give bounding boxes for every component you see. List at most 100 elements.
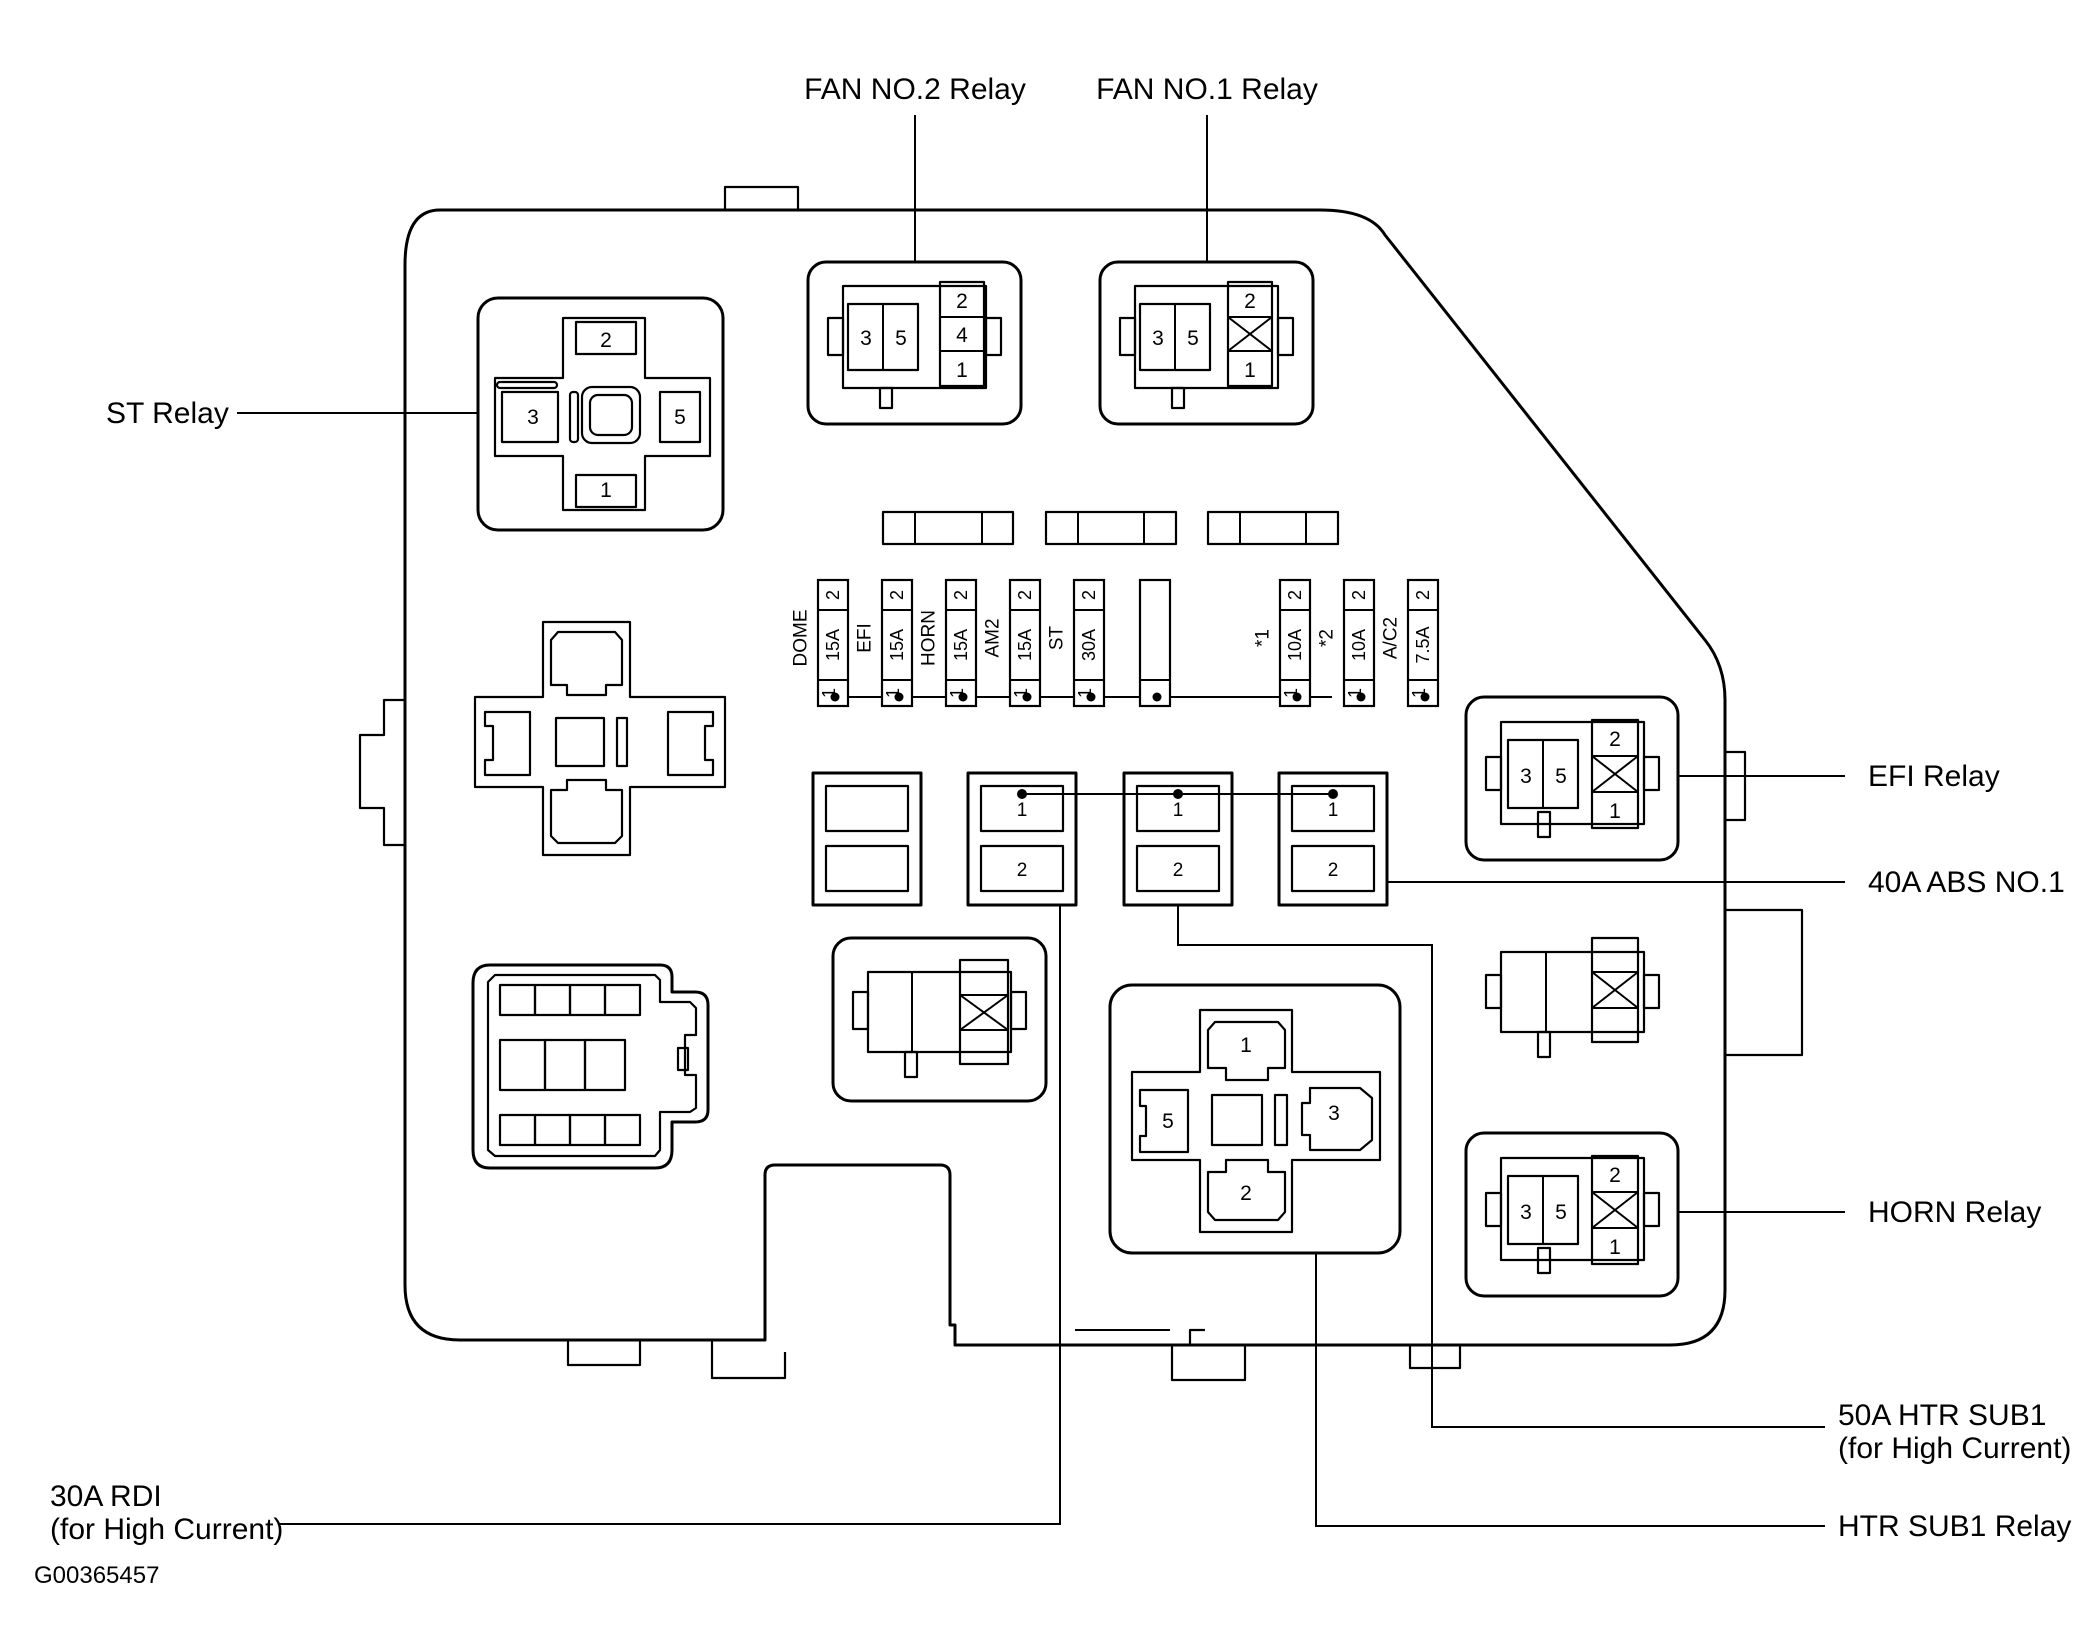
- efi-relay-pin-5: 5: [1555, 765, 1567, 788]
- fan-no2-pin-3: 3: [860, 327, 872, 350]
- wiring-connector: [471, 963, 710, 1170]
- efi-relay-pin-2: 2: [1609, 728, 1621, 751]
- htr-sub1-fuse-label: 50A HTR SUB1: [1838, 1399, 2046, 1432]
- callout-labels: FAN NO.2 Relay FAN NO.1 Relay ST Relay E…: [34, 73, 2071, 1589]
- fuse-dome: 2 15A 1 DOME: [791, 578, 850, 708]
- fuse-pin-2: 2: [887, 590, 907, 600]
- fuse-am2: 2 15A 1 AM2: [983, 578, 1042, 708]
- htr-sub1-relay-pin-2: 2: [1240, 1182, 1252, 1205]
- abs-fuse-pin-2: 2: [1328, 860, 1339, 881]
- fan-no1-pin-2: 2: [1244, 290, 1256, 313]
- fuse-name: AM2: [983, 618, 1004, 657]
- fuse-name: HORN: [919, 610, 940, 666]
- leader-lines: [237, 115, 1845, 1527]
- st-relay-label: ST Relay: [106, 397, 229, 430]
- fuse-pin-1: 1: [883, 688, 903, 698]
- fuse-name: *2: [1317, 629, 1338, 647]
- fuse-pin-2: 2: [1285, 590, 1305, 600]
- fuse-block-housing: [358, 185, 1804, 1382]
- horn-relay-pin-3: 3: [1520, 1201, 1532, 1224]
- efi-relay: 3 5 2 1: [1464, 695, 1680, 862]
- fuse-pin-1: 1: [1409, 688, 1429, 698]
- fuse-1: 2 10A 1 *1: [1253, 578, 1312, 708]
- st-relay-pin-1: 1: [600, 479, 612, 502]
- fan-no2-relay-label: FAN NO.2 Relay: [804, 73, 1026, 106]
- fuse-pin-2: 2: [951, 590, 971, 600]
- fan-no1-relay-label: FAN NO.1 Relay: [1096, 73, 1318, 106]
- fuse-pin-1: 1: [1075, 688, 1095, 698]
- figure-code: G00365457: [34, 1562, 159, 1589]
- fan-no1-pin-3: 3: [1152, 327, 1164, 350]
- unlabeled-relay: [831, 936, 1048, 1103]
- horn-relay-pin-5: 5: [1555, 1201, 1567, 1224]
- fuse-pin-2: 2: [1015, 590, 1035, 600]
- htr-sub1-fuse-sublabel: (for High Current): [1838, 1432, 2071, 1465]
- fuse-name: *1: [1253, 629, 1274, 647]
- fuse-pin-1: 1: [1281, 688, 1301, 698]
- spare-fuse-holders: [881, 510, 1340, 546]
- fan-no2-pin-4: 4: [956, 324, 968, 347]
- efi-relay-label: EFI Relay: [1868, 760, 2000, 793]
- fuse-name: A/C2: [1381, 617, 1402, 659]
- fuse-rating: 30A: [1079, 629, 1099, 661]
- high-current-fuses: 1 2 1 2 1 2: [811, 771, 1389, 907]
- fuse-rating: 10A: [1349, 629, 1369, 661]
- fuse-2: 2 10A 1 *2: [1317, 578, 1376, 708]
- htr-sub1-fuse-pin-2: 2: [1173, 860, 1184, 881]
- fuse-name: ST: [1047, 625, 1068, 650]
- fuse-rating: 10A: [1285, 629, 1305, 661]
- fuse-efi: 2 15A 1 EFI: [855, 578, 914, 708]
- efi-relay-pin-1: 1: [1609, 800, 1621, 823]
- fuse-pin-1: 1: [819, 688, 839, 698]
- fuse-rating: 15A: [951, 629, 971, 661]
- fuse-row: 2 15A 1 DOME 2 15A 1 EFI 2 15A 1 HORN 2 15A 1 AM2 2 30A 1 S…: [791, 578, 1440, 708]
- fan-no2-pin-5: 5: [895, 327, 907, 350]
- fuse-name: EFI: [855, 623, 876, 653]
- fuse-rating: 15A: [887, 629, 907, 661]
- fan-no1-pin-1: 1: [1244, 359, 1256, 382]
- htr-sub1-relay-pin-5: 5: [1162, 1110, 1174, 1133]
- htr-sub1-relay-label: HTR SUB1 Relay: [1838, 1510, 2071, 1543]
- unlabeled-relay-socket: [473, 620, 727, 857]
- fuse-st: 2 30A 1 ST: [1047, 578, 1106, 708]
- htr-sub1-relay: 1 5 3 2: [1108, 983, 1402, 1255]
- fuse-blank: [1138, 578, 1172, 708]
- fan-no2-relay: 3 5 2 4 1: [806, 260, 1023, 426]
- rdi-fuse-sublabel: (for High Current): [50, 1513, 283, 1546]
- unlabeled-relay-right: [1484, 936, 1661, 1059]
- fuse-pin-2: 2: [1349, 590, 1369, 600]
- fuse-name: DOME: [791, 610, 812, 667]
- horn-relay-pin-2: 2: [1609, 1164, 1621, 1187]
- fan-no1-relay: 3 5 2 1: [1098, 260, 1315, 426]
- htr-sub1-relay-pin-1: 1: [1240, 1034, 1252, 1057]
- horn-relay-pin-1: 1: [1609, 1236, 1621, 1259]
- fuse-pin-2: 2: [1413, 590, 1433, 600]
- abs-fuse-pin-1: 1: [1328, 800, 1339, 821]
- fuse-pin-2: 2: [823, 590, 843, 600]
- rdi-fuse-pin-1: 1: [1017, 800, 1028, 821]
- st-relay-pin-2: 2: [600, 329, 612, 352]
- horn-relay-label: HORN Relay: [1868, 1196, 2041, 1229]
- fan-no1-pin-5: 5: [1187, 327, 1199, 350]
- htr-sub1-fuse-pin-1: 1: [1173, 800, 1184, 821]
- fuse-pin-2: 2: [1079, 590, 1099, 600]
- rdi-fuse-label: 30A RDI: [50, 1480, 162, 1513]
- fuse-rating: 7.5A: [1413, 626, 1433, 663]
- st-relay-pin-3: 3: [527, 406, 539, 429]
- horn-relay: 3 5 2 1: [1464, 1131, 1680, 1298]
- rdi-fuse-pin-2: 2: [1017, 860, 1028, 881]
- fuse-pin-1: 1: [1011, 688, 1031, 698]
- fuse-rating: 15A: [823, 629, 843, 661]
- abs-no1-label: 40A ABS NO.1: [1868, 866, 2065, 899]
- fuse-pin-1: 1: [947, 688, 967, 698]
- fuse-pin-1: 1: [1345, 688, 1365, 698]
- st-relay-pin-5: 5: [674, 406, 686, 429]
- fuse-horn: 2 15A 1 HORN: [919, 578, 978, 708]
- fan-no2-pin-2: 2: [956, 290, 968, 313]
- efi-relay-pin-3: 3: [1520, 765, 1532, 788]
- htr-sub1-relay-pin-3: 3: [1328, 1102, 1340, 1125]
- fuse-ac2: 2 7.5A 1 A/C2: [1381, 578, 1440, 708]
- fuse-rating: 15A: [1015, 629, 1035, 661]
- st-relay: 2 3 5 1: [476, 296, 725, 532]
